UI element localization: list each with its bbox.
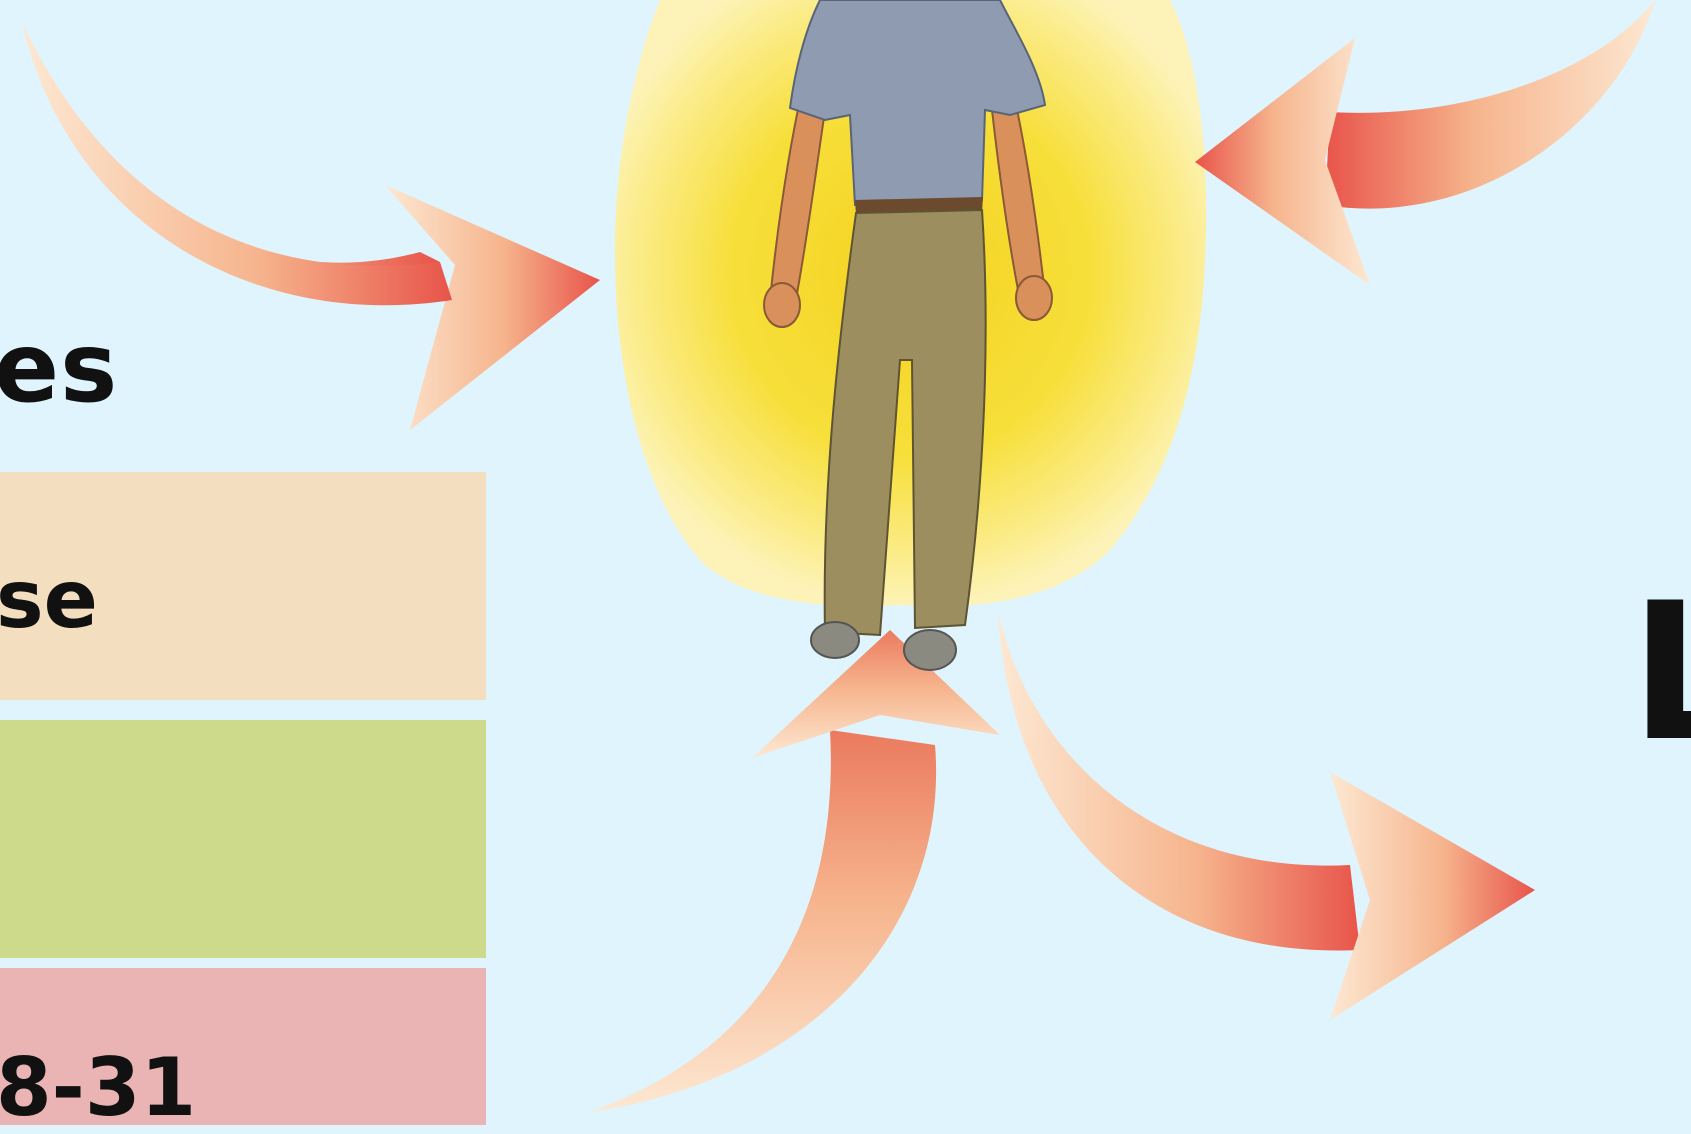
right-letter-fragment: L [1630,578,1691,768]
outgoing-arrow-bottom-right [998,610,1535,1020]
incoming-arrow-top-right [1195,0,1655,285]
incoming-arrow-bottom [590,630,1000,1112]
incoming-arrow-top-left [22,22,600,430]
